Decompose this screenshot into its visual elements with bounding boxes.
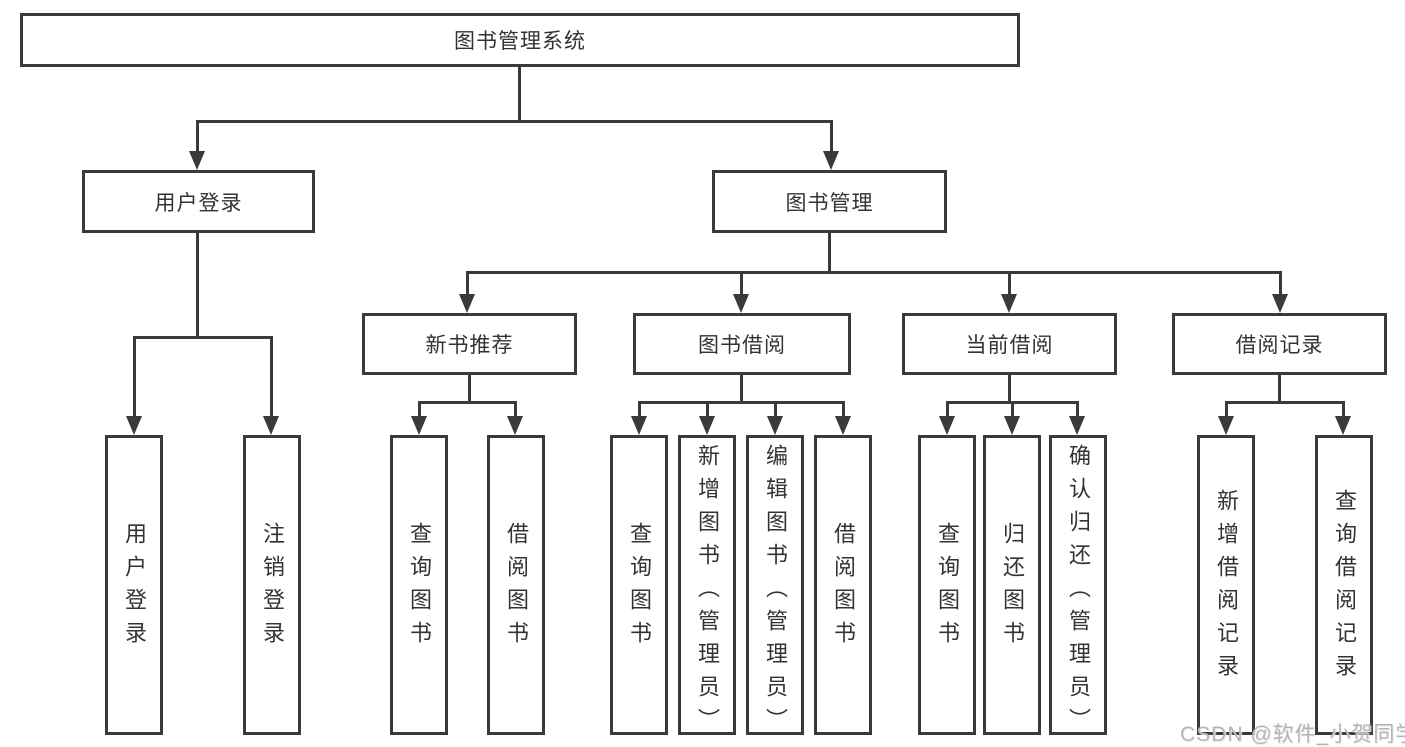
arrow-down-icon	[767, 416, 783, 435]
connector-line	[133, 336, 272, 339]
arrow-down-icon	[1001, 294, 1017, 313]
node-book-borrow: 图书借阅	[633, 313, 851, 375]
arrow-down-icon	[126, 416, 142, 435]
arrow-down-icon	[263, 416, 279, 435]
connector-line	[774, 401, 777, 418]
connector-line	[638, 401, 641, 418]
connector-line	[946, 401, 949, 418]
arrow-down-icon	[699, 416, 715, 435]
connector-line	[1225, 401, 1344, 404]
node-current-borrow: 当前借阅	[902, 313, 1117, 375]
node-new-book-recommend: 新书推荐	[362, 313, 577, 375]
arrow-down-icon	[1335, 416, 1351, 435]
connector-line	[468, 375, 471, 404]
connector-line	[842, 401, 845, 418]
connector-line	[418, 401, 517, 404]
node-user-login: 用户登录	[82, 170, 315, 233]
connector-line	[638, 401, 845, 404]
leaf-query-books-current: 查询图书	[918, 435, 976, 735]
arrow-down-icon	[835, 416, 851, 435]
leaf-return-book: 归还图书	[983, 435, 1041, 735]
connector-line	[466, 271, 469, 296]
connector-line	[418, 401, 421, 418]
arrow-down-icon	[1004, 416, 1020, 435]
root-node: 图书管理系统	[20, 13, 1020, 67]
connector-line	[706, 401, 709, 418]
arrow-down-icon	[1218, 416, 1234, 435]
arrow-down-icon	[189, 151, 205, 170]
leaf-query-books-borrow: 查询图书	[610, 435, 668, 735]
arrow-down-icon	[411, 416, 427, 435]
arrow-down-icon	[823, 151, 839, 170]
connector-line	[1342, 401, 1345, 418]
connector-line	[1279, 271, 1282, 296]
connector-line	[270, 336, 273, 418]
connector-line	[133, 336, 136, 418]
leaf-query-books-recommend: 查询图书	[390, 435, 448, 735]
arrow-down-icon	[459, 294, 475, 313]
arrow-down-icon	[1069, 416, 1085, 435]
leaf-borrow-books-recommend: 借阅图书	[487, 435, 545, 735]
connector-line	[1278, 375, 1281, 404]
connector-line	[830, 120, 833, 154]
leaf-edit-book-admin: 编辑图书（管理员）	[746, 435, 804, 741]
connector-line	[514, 401, 517, 418]
connector-line	[1008, 271, 1011, 296]
arrow-down-icon	[631, 416, 647, 435]
leaf-add-book-admin: 新增图书（管理员）	[678, 435, 736, 741]
arrow-down-icon	[733, 294, 749, 313]
leaf-borrow-books-borrow: 借阅图书	[814, 435, 872, 735]
leaf-add-borrow-record: 新增借阅记录	[1197, 435, 1255, 735]
arrow-down-icon	[939, 416, 955, 435]
arrow-down-icon	[1272, 294, 1288, 313]
connector-line	[196, 233, 199, 336]
connector-line	[740, 375, 743, 404]
leaf-query-borrow-record: 查询借阅记录	[1315, 435, 1373, 735]
connector-line	[1008, 375, 1011, 404]
arrow-down-icon	[507, 416, 523, 435]
connector-line	[740, 271, 743, 296]
connector-line	[1076, 401, 1079, 418]
connector-line	[466, 271, 1282, 274]
leaf-confirm-return-admin: 确认归还（管理员）	[1049, 435, 1107, 741]
leaf-logout: 注销登录	[243, 435, 301, 735]
connector-line	[196, 120, 199, 154]
node-book-management: 图书管理	[712, 170, 947, 233]
connector-line	[1011, 401, 1014, 418]
node-borrow-records: 借阅记录	[1172, 313, 1387, 375]
connector-line	[1225, 401, 1228, 418]
connector-line	[518, 66, 521, 120]
leaf-user-login: 用户登录	[105, 435, 163, 735]
csdn-watermark: CSDN @软件_小贺同学	[1180, 723, 1405, 746]
connector-line	[828, 233, 831, 274]
connector-line	[196, 120, 833, 123]
